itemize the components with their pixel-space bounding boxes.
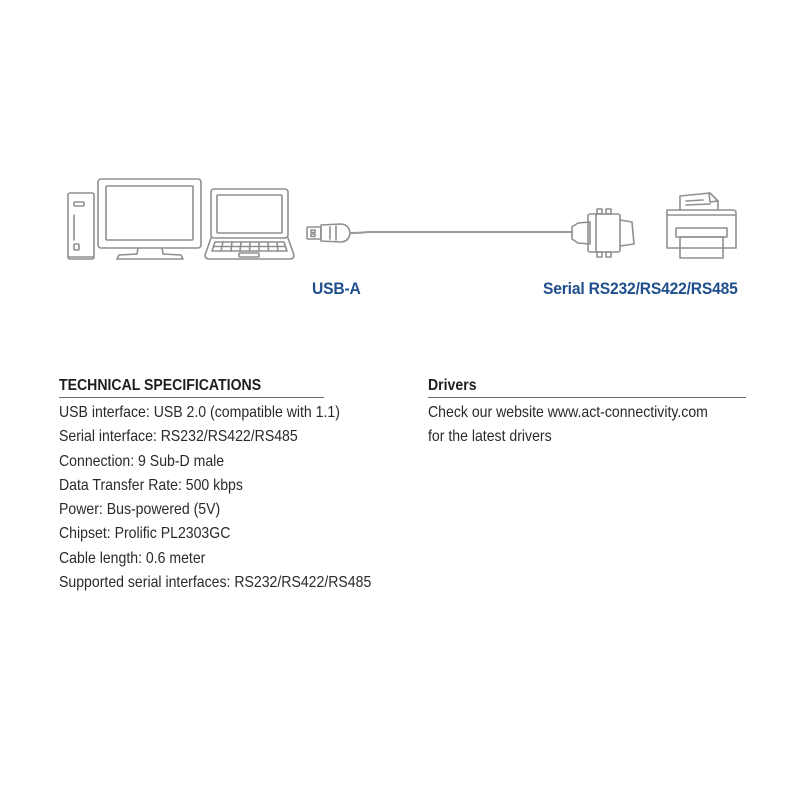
db9-connector-icon xyxy=(571,208,635,258)
spec-line: Serial interface: RS232/RS422/RS485 xyxy=(59,428,298,446)
serial-interface-label: Serial RS232/RS422/RS485 xyxy=(543,279,738,298)
spec-line: Power: Bus-powered (5V) xyxy=(59,501,221,519)
usb-a-plug-icon xyxy=(306,223,351,243)
desktop-tower-icon xyxy=(67,192,95,260)
spec-line: Connection: 9 Sub-D male xyxy=(59,452,225,470)
spec-line: Data Transfer Rate: 500 kbps xyxy=(59,476,243,494)
technical-specifications-section: TECHNICAL SPECIFICATIONS USB interface: … xyxy=(59,376,372,595)
laptop-icon xyxy=(204,188,295,260)
drivers-section: Drivers Check our website www.act-connec… xyxy=(428,376,746,450)
spec-line: Cable length: 0.6 meter xyxy=(59,549,206,567)
drivers-text: Check our website www.act-connectivity.c… xyxy=(428,401,746,450)
specs-list: USB interface: USB 2.0 (compatible with … xyxy=(59,401,372,595)
spec-line: USB interface: USB 2.0 (compatible with … xyxy=(59,404,340,421)
spec-line: Chipset: Prolific PL2303GC xyxy=(59,525,231,543)
cable-line xyxy=(349,230,573,234)
drivers-line: Check our website www.act-connectivity.c… xyxy=(428,404,708,421)
printer-icon xyxy=(666,192,737,259)
specs-heading: TECHNICAL SPECIFICATIONS xyxy=(59,376,324,398)
monitor-icon xyxy=(97,178,202,260)
drivers-line: for the latest drivers xyxy=(428,428,552,446)
drivers-heading: Drivers xyxy=(428,376,746,398)
usb-a-label: USB-A xyxy=(312,279,361,298)
spec-line: Supported serial interfaces: RS232/RS422… xyxy=(59,574,372,592)
